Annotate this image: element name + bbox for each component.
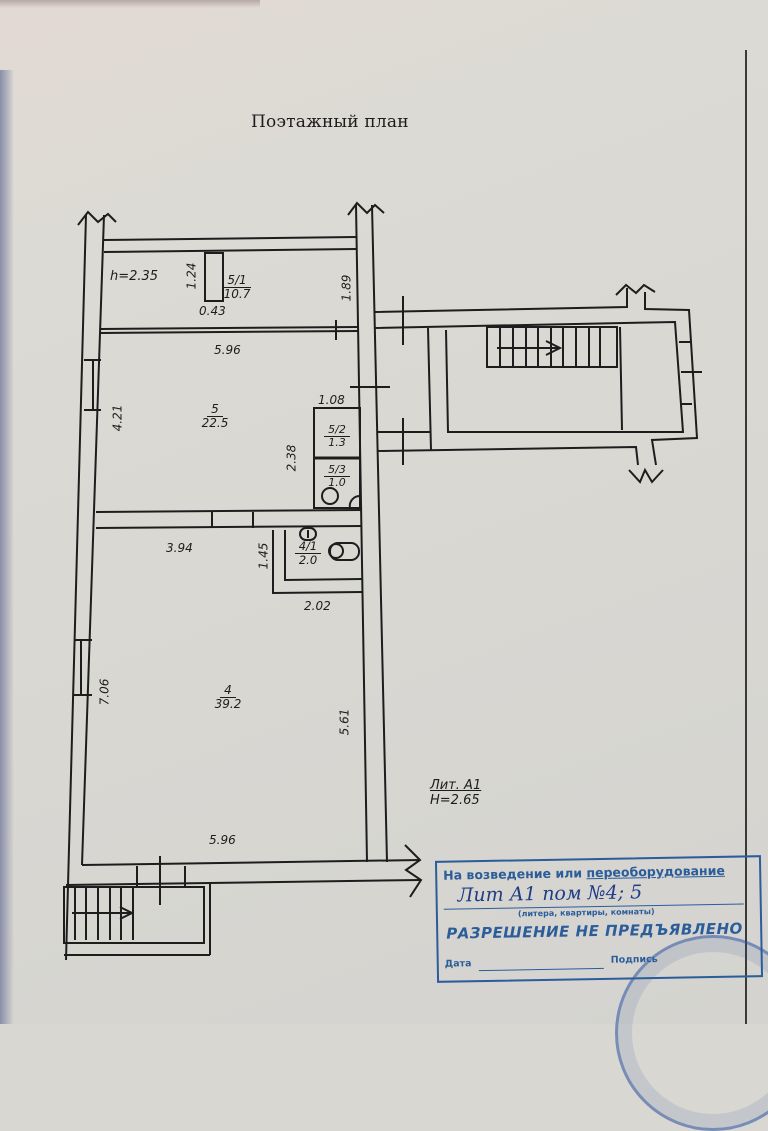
stamp-line-1: На возведение или переоборудование: [443, 863, 725, 883]
handwritten-entry: Лит А1 пом №4; 5: [457, 881, 643, 907]
floor-plan-drawing: [63, 201, 702, 961]
page-edge: [0, 0, 260, 8]
stamp-caption: (литера, квартиры, комнаты): [517, 907, 655, 919]
room-5-3: 5/3 1.0: [314, 463, 360, 490]
dimension-2-02: 2.02: [304, 599, 331, 613]
dimension-1-45: 1.45: [256, 542, 271, 570]
room-number: 4: [220, 683, 236, 699]
stamp-signature-label: Подпись: [610, 953, 658, 966]
room-number: 5/1: [223, 273, 251, 289]
dimension-5-96-bottom: 5.96: [209, 833, 236, 847]
room-5-2: 5/2 1.3: [314, 423, 360, 450]
page-title: Поэтажный план: [251, 112, 409, 132]
room-number: 5: [207, 402, 223, 418]
dimension-7-06: 7.06: [97, 678, 112, 706]
room-area: 1.3: [328, 436, 346, 450]
dimension-0-43: 0.43: [199, 304, 226, 318]
stamp-date-label: Дата: [444, 958, 472, 970]
room-area: 22.5: [201, 416, 229, 431]
building-height: H=2.65: [430, 792, 480, 808]
room-area: 10.7: [223, 287, 251, 302]
stamp-line-1-prefix: На возведение или: [443, 865, 587, 883]
dimension-5-61: 5.61: [337, 708, 352, 736]
dimension-1-24: 1.24: [184, 262, 199, 290]
room-area: 1.0: [328, 476, 346, 490]
page-shadow: [0, 70, 14, 1024]
room-number: 4/1: [294, 540, 322, 554]
dimension-3-94: 3.94: [166, 541, 193, 555]
ceiling-height-note: h=2.35: [110, 269, 159, 284]
room-5-1: 5/1 10.7: [212, 273, 262, 302]
dimension-1-08: 1.08: [318, 393, 345, 407]
stamp-status: РАЗРЕШЕНИЕ НЕ ПРЕДЪЯВЛЕНО: [446, 919, 743, 943]
litera-label: Лит. А1 H=2.65: [430, 778, 482, 809]
stamp-date-line: [478, 967, 604, 972]
room-5: 5 22.5: [190, 402, 240, 431]
litera: Лит. А1: [430, 778, 482, 793]
dimension-1-89: 1.89: [339, 274, 354, 302]
margin-line: [745, 50, 747, 1024]
stamp-line-1-underlined: переоборудование: [586, 862, 725, 881]
dimension-5-96-top: 5.96: [214, 343, 241, 357]
room-4-1: 4/1 2.0: [288, 540, 328, 566]
room-4: 4 39.2: [203, 683, 253, 712]
dimension-2-38: 2.38: [284, 444, 299, 472]
room-area: 2.0: [298, 552, 318, 567]
permit-stamp: На возведение или переоборудование Лит А…: [434, 855, 764, 983]
room-area: 39.2: [214, 697, 242, 712]
dimension-4-21: 4.21: [110, 404, 125, 432]
